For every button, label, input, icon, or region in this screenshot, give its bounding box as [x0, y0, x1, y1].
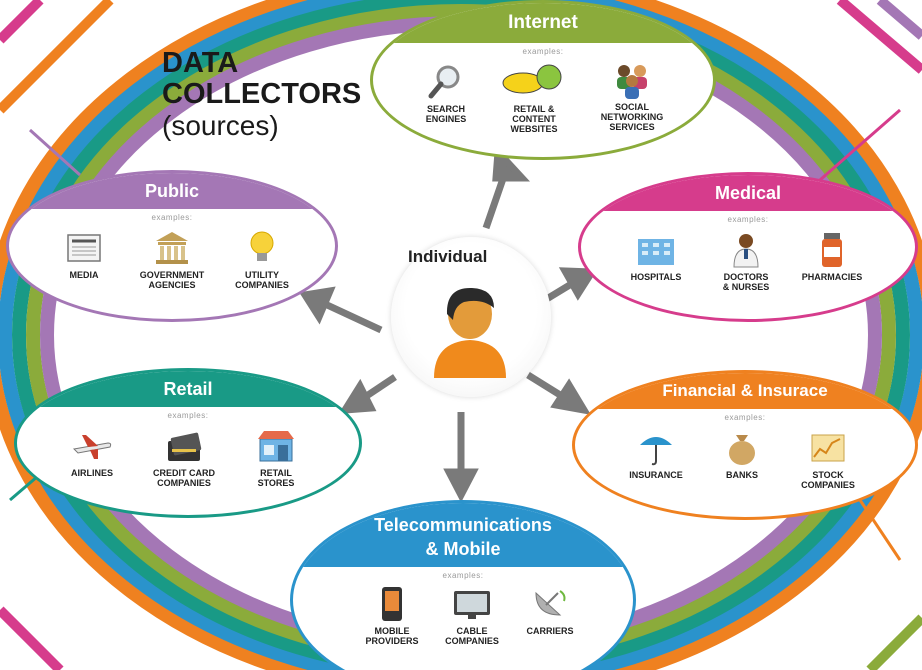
medical-title: Medical	[581, 175, 915, 211]
medical-oval: Medical examples: HOSPITALS DOCTORS & NU…	[578, 172, 918, 322]
telecom-examples-label: examples:	[442, 571, 484, 580]
stock-chart-icon	[811, 434, 845, 462]
financial-item-stock-label: STOCK COMPANIES	[801, 470, 855, 490]
retail-item-credit: CREDIT CARD COMPANIES	[143, 427, 225, 488]
financial-title: Financial & Insurace	[575, 373, 915, 409]
financial-oval: Financial & Insurace examples: INSURANCE…	[572, 370, 918, 520]
financial-item-banks-label: BANKS	[725, 470, 758, 480]
telecom-title-line-2: & Mobile	[425, 539, 501, 559]
telecom-item-carriers: CARRIERS	[509, 585, 591, 636]
medical-item-pharmacies-label: PHARMACIES	[801, 272, 863, 282]
title-line-3: (sources)	[162, 110, 279, 141]
newspaper-icon	[67, 234, 101, 262]
telecom-item-mobile-label: MOBILE PROVIDERS	[365, 626, 419, 646]
financial-item-insurance: INSURANCE	[615, 429, 697, 480]
light-bulb-icon	[250, 231, 274, 261]
medical-item-pharmacies: PHARMACIES	[791, 231, 873, 282]
internet-examples-label: examples:	[522, 47, 564, 56]
public-item-government: GOVERNMENT AGENCIES	[131, 229, 213, 290]
financial-item-insurance-label: INSURANCE	[629, 470, 683, 480]
umbrella-icon	[640, 437, 672, 466]
public-oval: Public examples: MEDIA GOVERNMENT AGENCI…	[6, 170, 338, 322]
internet-title: Internet	[373, 3, 713, 43]
sale-tags-icon	[502, 64, 562, 94]
telecom-item-cable: CABLE COMPANIES	[431, 585, 513, 646]
retail-item-airlines: AIRLINES	[51, 427, 133, 478]
internet-item-social: SOCIAL NETWORKING SERVICES	[591, 61, 673, 132]
public-item-media: MEDIA	[43, 229, 125, 280]
financial-item-stock: STOCK COMPANIES	[787, 429, 869, 490]
public-item-media-label: MEDIA	[69, 270, 99, 280]
hospital-icon	[638, 239, 674, 265]
money-bag-icon	[729, 435, 755, 465]
internet-item-retail-label: RETAIL & CONTENT WEBSITES	[510, 104, 558, 134]
internet-item-social-label: SOCIAL NETWORKING SERVICES	[600, 102, 664, 132]
financial-examples-label: examples:	[724, 413, 766, 422]
medical-item-doctors-label: DOCTORS & NURSES	[722, 272, 770, 292]
internet-item-retail: RETAIL & CONTENT WEBSITES	[493, 63, 575, 134]
public-examples-label: examples:	[151, 213, 193, 222]
page-title: DATA COLLECTORS (sources)	[162, 47, 362, 142]
television-icon	[454, 591, 490, 619]
magnifier-icon	[428, 65, 460, 99]
medical-item-hospitals-label: HOSPITALS	[630, 272, 682, 282]
person-icon	[434, 287, 506, 378]
title-line-1: DATA	[162, 47, 239, 79]
telecom-title-line-1: Telecommunications	[374, 515, 552, 535]
individual-label: Individual	[408, 247, 488, 266]
financial-item-banks: BANKS	[701, 429, 783, 480]
mobile-phone-icon	[382, 587, 402, 621]
people-group-icon	[617, 65, 647, 99]
public-item-government-label: GOVERNMENT AGENCIES	[139, 270, 205, 290]
telecom-oval: Telecommunications & Mobile examples: MO…	[290, 500, 636, 670]
retail-item-stores-label: RETAIL STORES	[257, 468, 295, 488]
retail-oval: Retail examples: AIRLINES CREDIT CARD CO…	[14, 368, 362, 518]
public-title: Public	[9, 173, 335, 209]
medical-item-doctors: DOCTORS & NURSES	[705, 231, 787, 292]
government-building-icon	[156, 232, 188, 264]
airplane-icon	[72, 435, 112, 459]
pill-bottle-icon	[822, 233, 842, 267]
doctor-icon	[733, 234, 759, 268]
title-line-2: COLLECTORS	[162, 78, 362, 110]
public-item-utility-label: UTILITY COMPANIES	[235, 270, 289, 290]
retail-title: Retail	[17, 371, 359, 407]
internet-item-search-label: SEARCH ENGINES	[425, 104, 467, 124]
satellite-dish-icon	[535, 590, 566, 616]
public-item-utility: UTILITY COMPANIES	[221, 229, 303, 290]
retail-item-stores: RETAIL STORES	[235, 427, 317, 488]
telecom-item-mobile: MOBILE PROVIDERS	[351, 585, 433, 646]
store-icon	[258, 431, 294, 462]
retail-item-credit-label: CREDIT CARD COMPANIES	[153, 468, 215, 488]
retail-examples-label: examples:	[167, 411, 209, 420]
telecom-item-cable-label: CABLE COMPANIES	[445, 626, 499, 646]
credit-card-icon	[168, 432, 202, 461]
medical-examples-label: examples:	[727, 215, 769, 224]
retail-item-airlines-label: AIRLINES	[70, 468, 113, 478]
internet-item-search: SEARCH ENGINES	[405, 63, 487, 124]
internet-oval: Internet examples: SEARCH ENGINES RETAIL…	[370, 0, 716, 160]
telecom-title: Telecommunications & Mobile	[293, 503, 633, 567]
medical-item-hospitals: HOSPITALS	[615, 231, 697, 282]
telecom-item-carriers-label: CARRIERS	[526, 626, 574, 636]
